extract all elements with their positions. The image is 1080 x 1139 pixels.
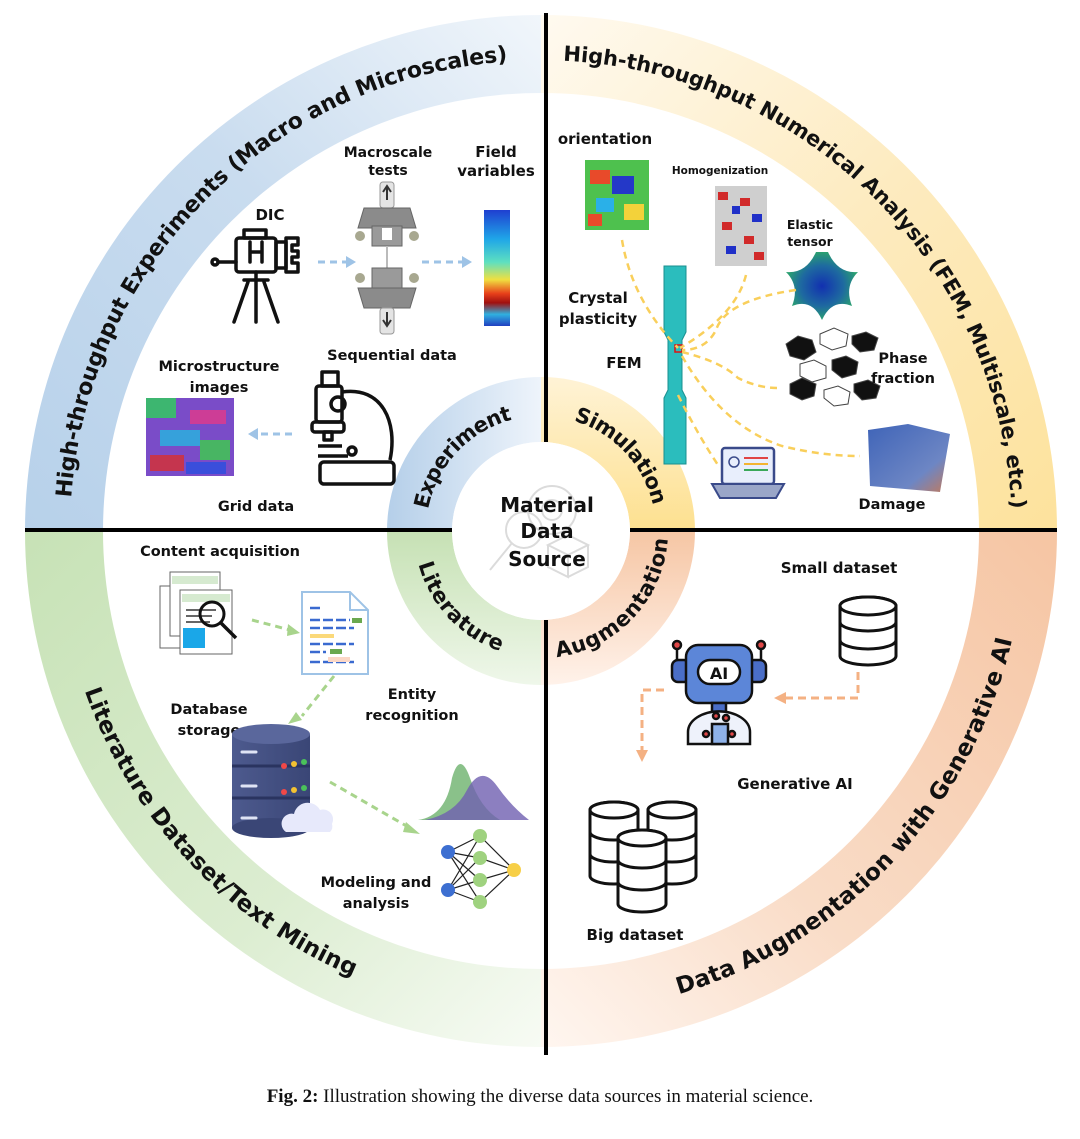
tagged-document-icon — [301, 591, 369, 675]
field-variables-heatmap — [484, 210, 510, 326]
neural-network-icon — [441, 829, 521, 909]
center-title-line3: Source — [508, 547, 586, 571]
elastic-tensor-surface — [786, 252, 858, 320]
label-crystal-line1: Crystal — [568, 289, 628, 307]
label-small-dataset: Small dataset — [781, 559, 897, 577]
figure-label: Fig. 2: — [266, 1086, 319, 1107]
label-fem: FEM — [606, 354, 641, 372]
microstructure-image — [146, 398, 234, 476]
label-phase-line1: Phase — [878, 351, 927, 367]
label-modeling-line1: Modeling and — [321, 875, 432, 891]
documents-search-icon — [159, 571, 238, 655]
label-crystal-line2: plasticity — [559, 310, 637, 328]
label-macroscale-line2: tests — [368, 163, 408, 179]
label-entity-line2: recognition — [365, 708, 458, 724]
label-orientation: orientation — [558, 130, 652, 148]
label-elastic-line1: Elastic — [787, 217, 833, 232]
label-microstructure-line2: images — [190, 380, 249, 396]
dashed-arrow — [288, 675, 336, 724]
material-data-source-diagram: Material Data Source Experiment Simulati… — [25, 13, 1057, 1055]
generative-ai-robot-icon — [670, 639, 768, 746]
label-macroscale-line1: Macroscale — [344, 145, 433, 161]
label-homogenization: Homogenization — [672, 165, 768, 177]
center-title-line1: Material — [500, 493, 594, 517]
inner-ring-simulation — [541, 377, 695, 531]
figure-caption-text: Illustration showing the diverse data so… — [318, 1086, 814, 1107]
label-big-dataset: Big dataset — [587, 926, 684, 944]
microscope-icon — [310, 370, 396, 486]
label-database-line2: storage — [178, 723, 241, 739]
tensile-test-icon — [355, 181, 419, 335]
label-modeling-line2: analysis — [343, 896, 410, 912]
figure-caption: Fig. 2: Illustration showing the diverse… — [0, 1086, 1080, 1108]
outer-ring-simulation — [541, 15, 1057, 531]
label-database-line1: Database — [170, 702, 247, 718]
ai-badge: AI — [710, 664, 728, 683]
label-microstructure-line1: Microstructure — [159, 359, 280, 375]
outer-ring-experiment — [25, 15, 541, 531]
label-field-line2: variables — [457, 162, 535, 180]
label-entity-line1: Entity — [388, 687, 437, 703]
gear-search-icon — [489, 485, 591, 579]
dashed-arrow — [422, 256, 472, 268]
label-elastic-line2: tensor — [787, 234, 833, 249]
connector-lines — [620, 239, 861, 466]
inner-ring-literature — [387, 531, 541, 685]
inner-ring-experiment — [387, 377, 541, 531]
dashed-arrow — [329, 780, 420, 834]
outer-ring-augmentation — [541, 531, 1057, 1047]
center-title-line2: Data — [520, 519, 573, 543]
damage-block — [868, 424, 950, 492]
phase-fraction-grains — [785, 327, 881, 407]
small-database-icon — [838, 595, 898, 667]
distribution-curves-icon — [418, 764, 529, 820]
inner-ring-augmentation — [541, 531, 695, 685]
label-generative-ai: Generative AI — [737, 775, 853, 793]
outer-ring-literature — [25, 531, 541, 1047]
fem-specimen-mesh — [663, 265, 687, 465]
dashed-arrow — [774, 672, 860, 704]
dashed-arrow — [251, 618, 300, 636]
label-sequential-data: Sequential data — [327, 348, 457, 364]
label-dic: DIC — [255, 206, 284, 224]
laptop-icon — [710, 446, 786, 499]
big-dataset-icon — [588, 800, 698, 914]
dashed-arrow — [248, 428, 292, 440]
grain-orientation-cube — [585, 160, 649, 230]
label-phase-line2: fraction — [871, 371, 935, 387]
database-cloud-icon — [232, 724, 334, 838]
label-damage: Damage — [859, 497, 926, 513]
dashed-arrow — [318, 256, 356, 268]
label-grid-data: Grid data — [218, 499, 294, 515]
homogenization-rve — [715, 186, 767, 266]
dashed-arrow — [636, 688, 664, 762]
camera-tripod-icon — [210, 228, 300, 324]
label-content-acquisition: Content acquisition — [140, 544, 300, 560]
label-field-line1: Field — [475, 143, 516, 161]
